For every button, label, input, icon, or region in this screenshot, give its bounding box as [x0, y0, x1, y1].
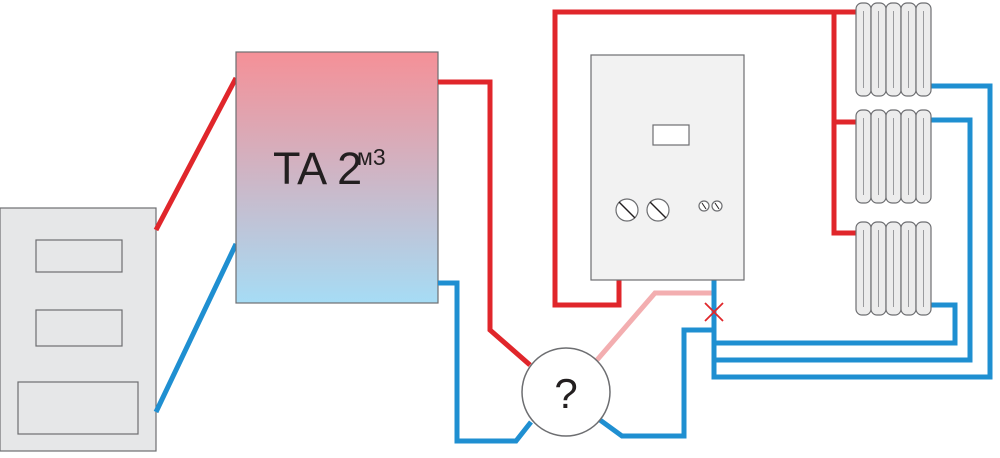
stove-door-middle: [35, 309, 123, 347]
boiler-gauge-left-icon: [698, 200, 710, 212]
radiator-icon: [855, 221, 932, 316]
radiator-stack: [855, 2, 932, 316]
stove-return-pipe: [153, 242, 239, 414]
stove-ash-door: [17, 381, 139, 435]
boiler-gauge-right-icon: [711, 200, 723, 212]
radiator-3-return-pipe: [714, 302, 958, 346]
mixer-cold-outlet-pipe: [598, 327, 714, 439]
boiler-knob-left-icon: [615, 198, 639, 222]
electric-boiler-icon: [590, 54, 745, 281]
stove-supply-pipe: [153, 76, 239, 232]
stove-door-top: [35, 239, 123, 273]
mixing-unit: ?: [521, 347, 611, 437]
tank-cold-return-pipe: [438, 280, 533, 444]
mixer-to-boiler-faded-pipe: [595, 290, 714, 362]
boiler-supply-pipe: [552, 9, 858, 308]
mixing-unit-question-mark: ?: [554, 370, 577, 417]
tank-hot-to-mixer-pipe: [438, 79, 532, 367]
radiator-supply-riser: [831, 12, 858, 236]
radiator-icon: [855, 109, 932, 204]
tank-label: TA 2: [273, 143, 362, 194]
buffer-tank: TA 2 м3: [235, 51, 439, 304]
boiler-knob-right-icon: [646, 198, 670, 222]
solid-fuel-stove-icon: [0, 207, 157, 452]
closed-valve-icon: [704, 302, 724, 322]
boiler-display: [652, 124, 690, 146]
tank-volume-unit: м3: [357, 144, 386, 170]
radiator-icon: [855, 2, 932, 97]
radiator-2-return-pipe: [714, 117, 973, 363]
